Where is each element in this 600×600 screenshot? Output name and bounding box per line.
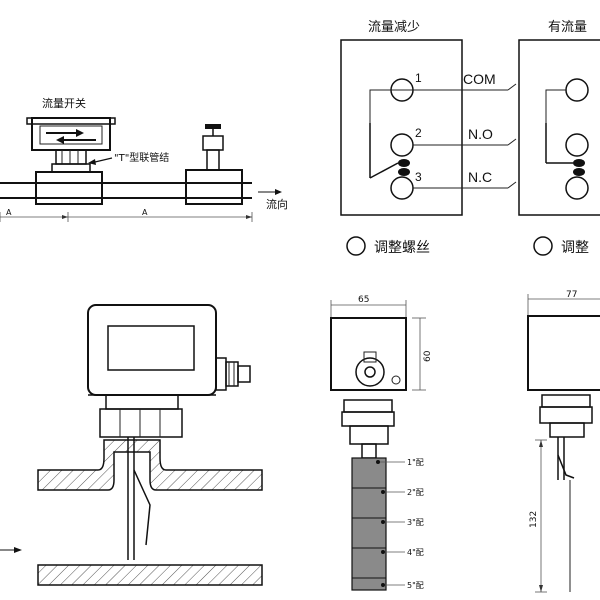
com-label: COM xyxy=(463,71,496,87)
pipe-assembly xyxy=(0,117,282,222)
dimension-front-view xyxy=(330,300,426,591)
dim-a-right: A xyxy=(142,208,148,217)
wiring-left-box xyxy=(340,39,517,216)
installed-view xyxy=(0,304,263,586)
terminal-3-label: 3 xyxy=(415,170,422,184)
right-wiring-title: 有流量 xyxy=(548,20,587,35)
flow-direction-label: 流向 xyxy=(266,197,288,211)
paddle-label-1: 1"配 xyxy=(407,458,424,467)
dim-132: 132 xyxy=(529,511,539,528)
dim-65: 65 xyxy=(358,295,369,305)
paddle-label-4: 4"配 xyxy=(407,548,424,557)
dim-60: 60 xyxy=(423,350,433,362)
paddle-label-2: 2"配 xyxy=(407,488,424,497)
terminal-2-label: 2 xyxy=(415,126,422,140)
left-wiring-title: 流量减少 xyxy=(368,20,420,35)
union-label: "T"型联管结 xyxy=(114,151,169,164)
adjust-screw-left-icon xyxy=(346,236,366,256)
adjust-screw-left-label: 调整螺丝 xyxy=(374,240,430,256)
nc-label: N.C xyxy=(468,169,492,185)
dim-77: 77 xyxy=(566,290,577,300)
dim-a-left: A xyxy=(6,208,12,217)
switch-label: 流量开关 xyxy=(42,96,86,110)
dimension-side-view xyxy=(527,294,600,593)
paddle-label-3: 3"配 xyxy=(407,518,424,527)
adjust-screw-right-label: 调整 xyxy=(561,240,589,256)
wiring-right-box xyxy=(518,39,600,216)
terminal-1-label: 1 xyxy=(415,71,422,85)
paddle-label-5: 5"配 xyxy=(407,581,424,590)
adjust-screw-right-icon xyxy=(533,236,553,256)
no-label: N.O xyxy=(468,126,493,142)
